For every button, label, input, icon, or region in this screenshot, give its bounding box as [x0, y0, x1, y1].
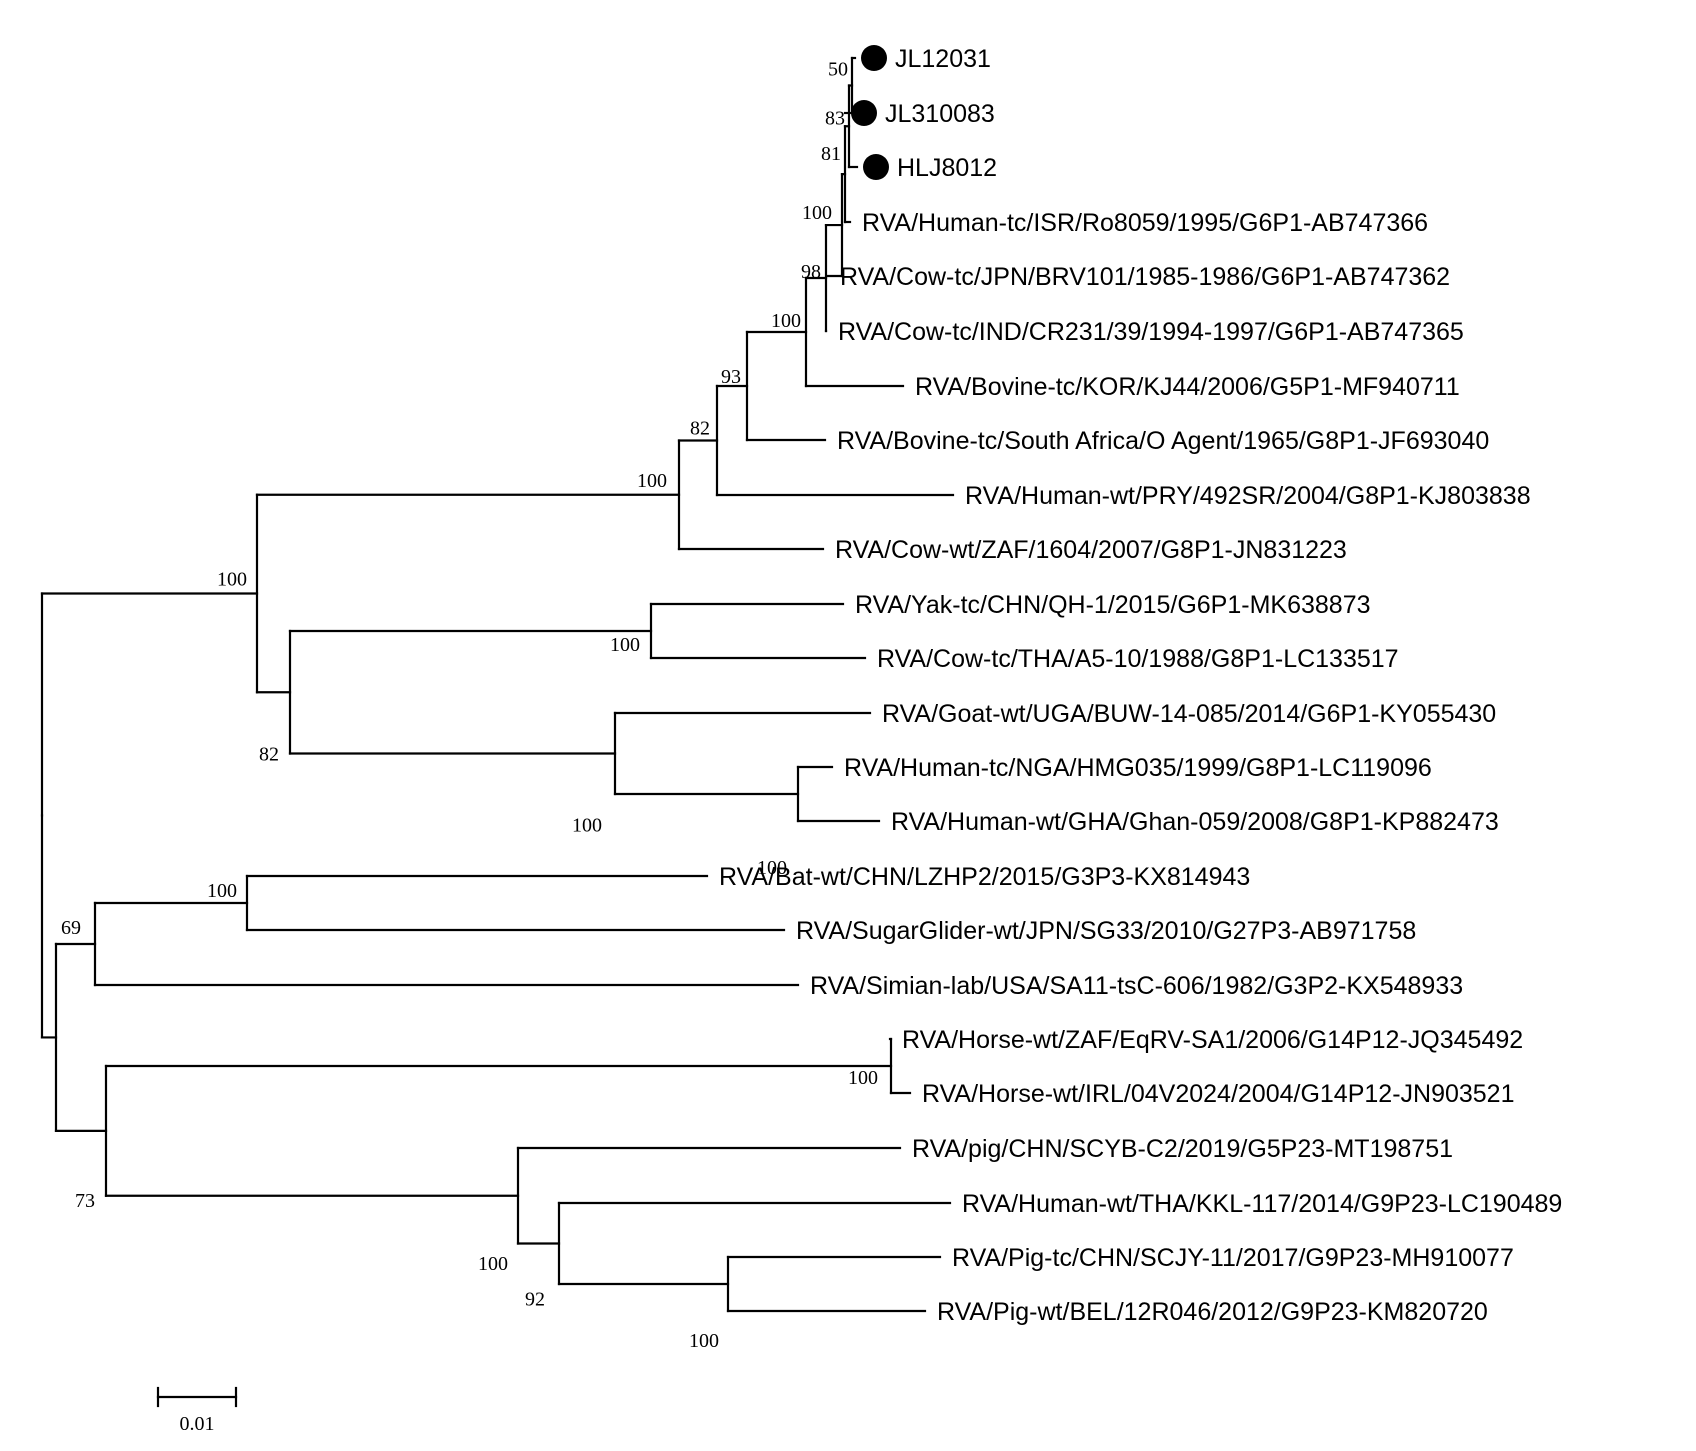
taxon-label: RVA/pig/CHN/SCYB-C2/2019/G5P23-MT198751	[912, 1135, 1453, 1163]
taxon-label: RVA/Cow-tc/JPN/BRV101/1985-1986/G6P1-AB7…	[840, 263, 1450, 291]
bootstrap-value: 73	[75, 1190, 95, 1212]
taxon-label: RVA/Bovine-tc/KOR/KJ44/2006/G5P1-MF94071…	[915, 373, 1460, 401]
taxon-label: RVA/Simian-lab/USA/SA11-tsC-606/1982/G3P…	[810, 972, 1463, 1000]
bootstrap-value: 100	[207, 880, 237, 902]
bootstrap-value: 98	[801, 261, 821, 283]
bootstrap-value: 82	[259, 743, 279, 765]
taxon-label: RVA/Horse-wt/IRL/04V2024/2004/G14P12-JN9…	[922, 1080, 1515, 1108]
taxon-label: RVA/Human-wt/THA/KKL-117/2014/G9P23-LC19…	[962, 1190, 1562, 1218]
taxon-label: RVA/Pig-tc/CHN/SCJY-11/2017/G9P23-MH9100…	[952, 1244, 1514, 1272]
taxon-label: JL12031	[895, 45, 991, 73]
taxon-label: RVA/Cow-tc/IND/CR231/39/1994-1997/G6P1-A…	[838, 318, 1464, 346]
taxon-label: RVA/Pig-wt/BEL/12R046/2012/G9P23-KM82072…	[937, 1298, 1488, 1326]
bootstrap-value: 69	[61, 917, 81, 939]
taxon-label: RVA/Goat-wt/UGA/BUW-14-085/2014/G6P1-KY0…	[882, 700, 1496, 728]
bootstrap-value: 93	[721, 366, 741, 388]
study-strain-marker-icon	[863, 154, 889, 180]
taxon-label: RVA/Human-wt/GHA/Ghan-059/2008/G8P1-KP88…	[891, 808, 1499, 836]
taxon-label: RVA/SugarGlider-wt/JPN/SG33/2010/G27P3-A…	[796, 917, 1416, 945]
taxon-label: HLJ8012	[897, 154, 997, 182]
taxon-label: RVA/Human-tc/NGA/HMG035/1999/G8P1-LC1190…	[844, 754, 1432, 782]
bootstrap-value: 82	[690, 418, 710, 440]
taxon-label: RVA/Cow-wt/ZAF/1604/2007/G8P1-JN831223	[835, 536, 1347, 564]
study-strain-marker-icon	[851, 100, 877, 126]
taxon-label: RVA/Yak-tc/CHN/QH-1/2015/G6P1-MK638873	[855, 591, 1371, 619]
taxon-label: RVA/Human-wt/PRY/492SR/2004/G8P1-KJ80383…	[965, 482, 1531, 510]
taxon-label: RVA/Bat-wt/CHN/LZHP2/2015/G3P3-KX814943	[719, 863, 1250, 891]
bootstrap-value: 100	[771, 310, 801, 332]
bootstrap-value: 81	[821, 143, 841, 165]
bootstrap-value: 100	[848, 1067, 878, 1089]
taxon-label: RVA/Human-tc/ISR/Ro8059/1995/G6P1-AB7473…	[862, 209, 1428, 237]
bootstrap-value: 100	[478, 1253, 508, 1275]
bootstrap-value: 83	[825, 107, 845, 129]
bootstrap-value: 50	[828, 59, 848, 81]
taxon-labels: JL12031JL310083HLJ8012RVA/Human-tc/ISR/R…	[719, 45, 1562, 1326]
taxon-label: JL310083	[885, 100, 995, 128]
taxon-label: RVA/Horse-wt/ZAF/EqRV-SA1/2006/G14P12-JQ…	[902, 1026, 1523, 1054]
taxon-label: RVA/Cow-tc/THA/A5-10/1988/G8P1-LC133517	[877, 645, 1399, 673]
scale-bar-label: 0.01	[180, 1413, 215, 1435]
bootstrap-value: 100	[637, 470, 667, 492]
bootstrap-value: 100	[689, 1330, 719, 1352]
bootstrap-value: 100	[802, 202, 832, 224]
study-strain-marker-icon	[861, 45, 887, 71]
bootstrap-value: 100	[610, 634, 640, 656]
bootstrap-value: 92	[525, 1289, 545, 1311]
taxon-label: RVA/Bovine-tc/South Africa/O Agent/1965/…	[837, 427, 1489, 455]
bootstrap-value: 100	[217, 569, 247, 591]
bootstrap-values: 50 83 81 100 98 100 93 82 100 100 100 100 82 100 100 69…	[61, 59, 878, 1353]
tree-branches	[40, 56, 955, 1313]
bootstrap-value: 100	[572, 815, 602, 837]
scale-bar: 0.01	[156, 1386, 238, 1435]
bootstrap-value: 100	[757, 857, 787, 879]
